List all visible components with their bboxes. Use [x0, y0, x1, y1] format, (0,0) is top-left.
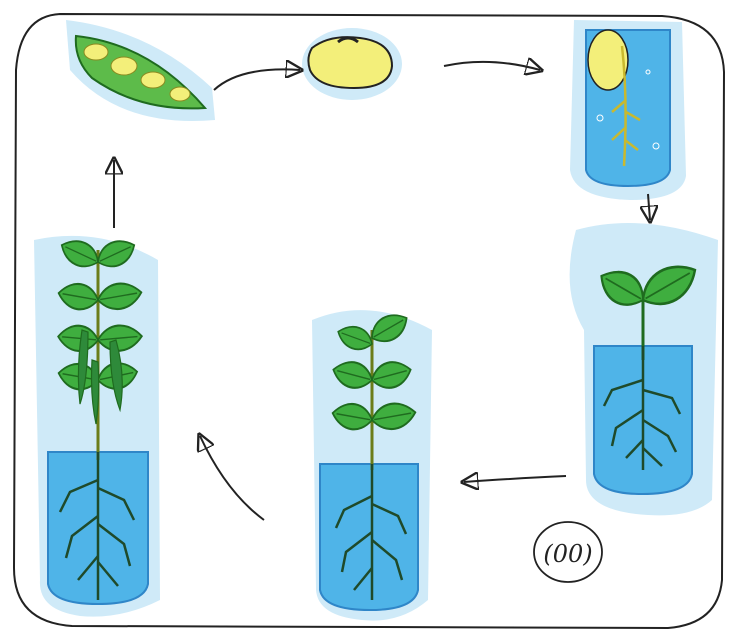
arrow-seed-to-germination — [444, 62, 540, 70]
young-plant-water-cup — [320, 464, 418, 610]
arrow-pod-to-seed — [214, 69, 300, 90]
bean-seed — [308, 37, 392, 88]
germinating-stage — [570, 20, 686, 200]
germinating-seed — [588, 30, 628, 90]
pod-stage — [66, 20, 215, 121]
annotation-text: (00) — [543, 540, 592, 568]
handwritten-annotation: (00) — [534, 522, 602, 582]
seed-stage — [302, 28, 402, 100]
arrow-seedling-to-young-plant — [464, 476, 566, 482]
arrow-young-to-mature-plant — [200, 436, 264, 520]
mature-plant-stage — [34, 234, 160, 616]
young-plant-stage — [312, 308, 432, 621]
seedling-stage — [570, 223, 718, 515]
